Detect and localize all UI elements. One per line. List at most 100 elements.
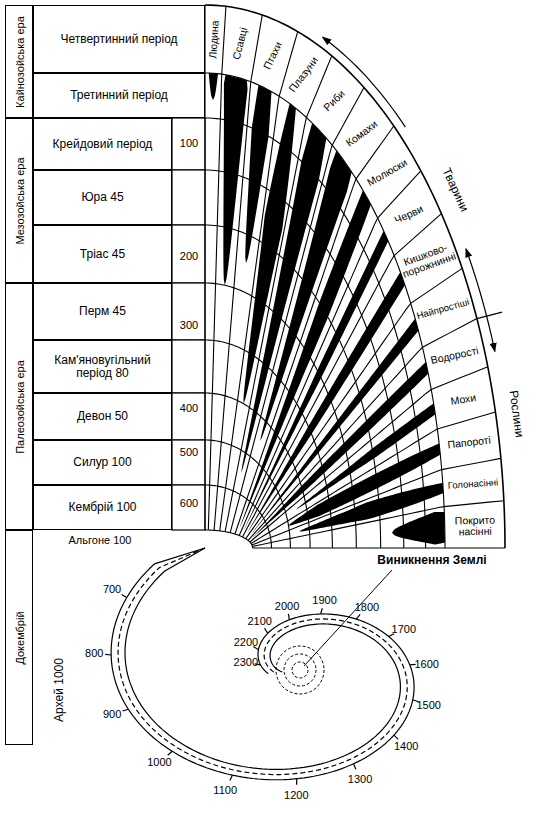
time-arc (205, 530, 253, 548)
spiral-tick (230, 775, 233, 780)
age-number: 200 (180, 250, 198, 262)
period-cell: Кембрій 100 (33, 485, 172, 530)
group-divider (225, 56, 332, 532)
period-cell: Кам'яновугільний період 80 (33, 340, 172, 393)
age-number: 1800 (355, 600, 379, 612)
group-cell: Мохи (435, 389, 491, 409)
age-number: 1000 (147, 756, 171, 768)
group-divider (252, 501, 503, 547)
group-name: Комахи (335, 111, 389, 155)
spiral-tick (354, 764, 356, 770)
spiral-tick (321, 608, 323, 614)
age-number: 600 (180, 497, 198, 509)
age-number: 100 (180, 137, 198, 149)
time-arc (205, 5, 505, 548)
group-name: Голонасінні (445, 477, 500, 491)
period-cell: Девон 50 (33, 393, 172, 440)
origin-ring (276, 646, 324, 694)
period-name: Четвертинний період (60, 33, 177, 46)
era-cell: Мезозойська ера (5, 118, 33, 283)
group-name: Птахи (254, 25, 291, 85)
group-cell: Папороті (441, 434, 496, 451)
era-name: Докембрій (13, 534, 25, 741)
group-cell: Ссавці (227, 12, 253, 75)
era-cell: Палеозойська ера (5, 283, 33, 530)
period-name: Перм 45 (79, 305, 126, 318)
age-number: 500 (180, 446, 198, 458)
group-name: Плазуни (281, 47, 326, 103)
group-cell: Плазуни (281, 47, 326, 103)
spiral-line (118, 548, 407, 775)
time-arc (205, 73, 445, 548)
range-blob (392, 512, 445, 545)
time-arc (205, 118, 426, 548)
spiral-tick (123, 709, 129, 711)
group-cell: Комахи (335, 111, 389, 155)
period-name: Юра 45 (81, 191, 123, 204)
age-number: 1700 (392, 623, 416, 635)
group-name: Черви (380, 197, 437, 231)
group-name: Риби (308, 76, 359, 126)
spiral-tick (296, 779, 297, 785)
period-cell: Силур 100 (33, 440, 172, 485)
group-name: Ссавці (227, 12, 253, 75)
age-number: 1600 (414, 658, 438, 670)
period-name: Кам'яновугільний період 80 (37, 354, 168, 380)
age-number: 2200 (234, 636, 258, 648)
number-cell (172, 170, 205, 225)
period-name: Третинний період (70, 89, 168, 102)
period-cell: Четвертинний період (33, 5, 205, 73)
spiral-tick (356, 614, 360, 619)
kingdom-label: Тварини (439, 166, 470, 214)
period-name: Силур 100 (73, 456, 131, 469)
period-cell: Крейдовий період (33, 118, 172, 170)
group-cell: Черви (380, 197, 437, 231)
range-blob (209, 73, 218, 100)
spiral-tick (265, 628, 268, 633)
group-name: Папороті (441, 434, 496, 451)
group-divider (208, 6, 226, 530)
era-cell: Кайнозойська ера (5, 5, 33, 118)
leader-line (304, 570, 392, 666)
group-cell: Найпростіші (415, 297, 471, 322)
number-cell (172, 340, 205, 393)
time-arrow (323, 37, 406, 127)
spiral-tick (122, 595, 127, 598)
spiral-tick (168, 751, 173, 755)
spiral-line (125, 548, 400, 769)
origin-label: Виникнення Землі (377, 554, 486, 567)
group-name: Кишково-порожнинні (397, 240, 458, 280)
period-cell: Перм 45 (33, 283, 172, 340)
period-cell: Третинний період (33, 73, 205, 118)
group-name: Покрито насінні (447, 514, 502, 537)
spiral-line (111, 548, 414, 780)
age-number: 1900 (312, 594, 336, 606)
period-name: Кембрій 100 (68, 501, 136, 514)
group-cell: Покрито насінні (447, 514, 502, 537)
period-name: Тріас 45 (80, 248, 125, 261)
age-number: 2000 (275, 600, 299, 612)
age-number: 1500 (416, 699, 440, 711)
era-name: Кайнозойська ера (13, 9, 25, 114)
group-divider (253, 547, 505, 548)
group-cell: Молюски (359, 153, 415, 192)
age-number: 1100 (213, 784, 237, 796)
group-cell: Птахи (254, 25, 291, 85)
period-name: Альгоне 100 (69, 534, 132, 546)
group-cell: Водорості (427, 344, 483, 366)
group-name: Водорості (427, 344, 483, 366)
age-number: 1400 (394, 740, 418, 752)
number-cell (172, 393, 205, 440)
time-arc (205, 283, 356, 548)
group-cell: Голонасінні (445, 477, 500, 491)
number-cell (172, 485, 205, 530)
number-cell (172, 118, 205, 170)
period-name: Девон 50 (77, 410, 128, 423)
age-number: 2100 (247, 615, 271, 627)
range-blob (223, 75, 247, 286)
age-number: 700 (103, 583, 121, 595)
group-divider (250, 367, 488, 542)
period-name: Крейдовий період (53, 138, 153, 151)
kingdom-label: Рослини (506, 390, 526, 439)
period-cell: Юра 45 (33, 170, 172, 225)
